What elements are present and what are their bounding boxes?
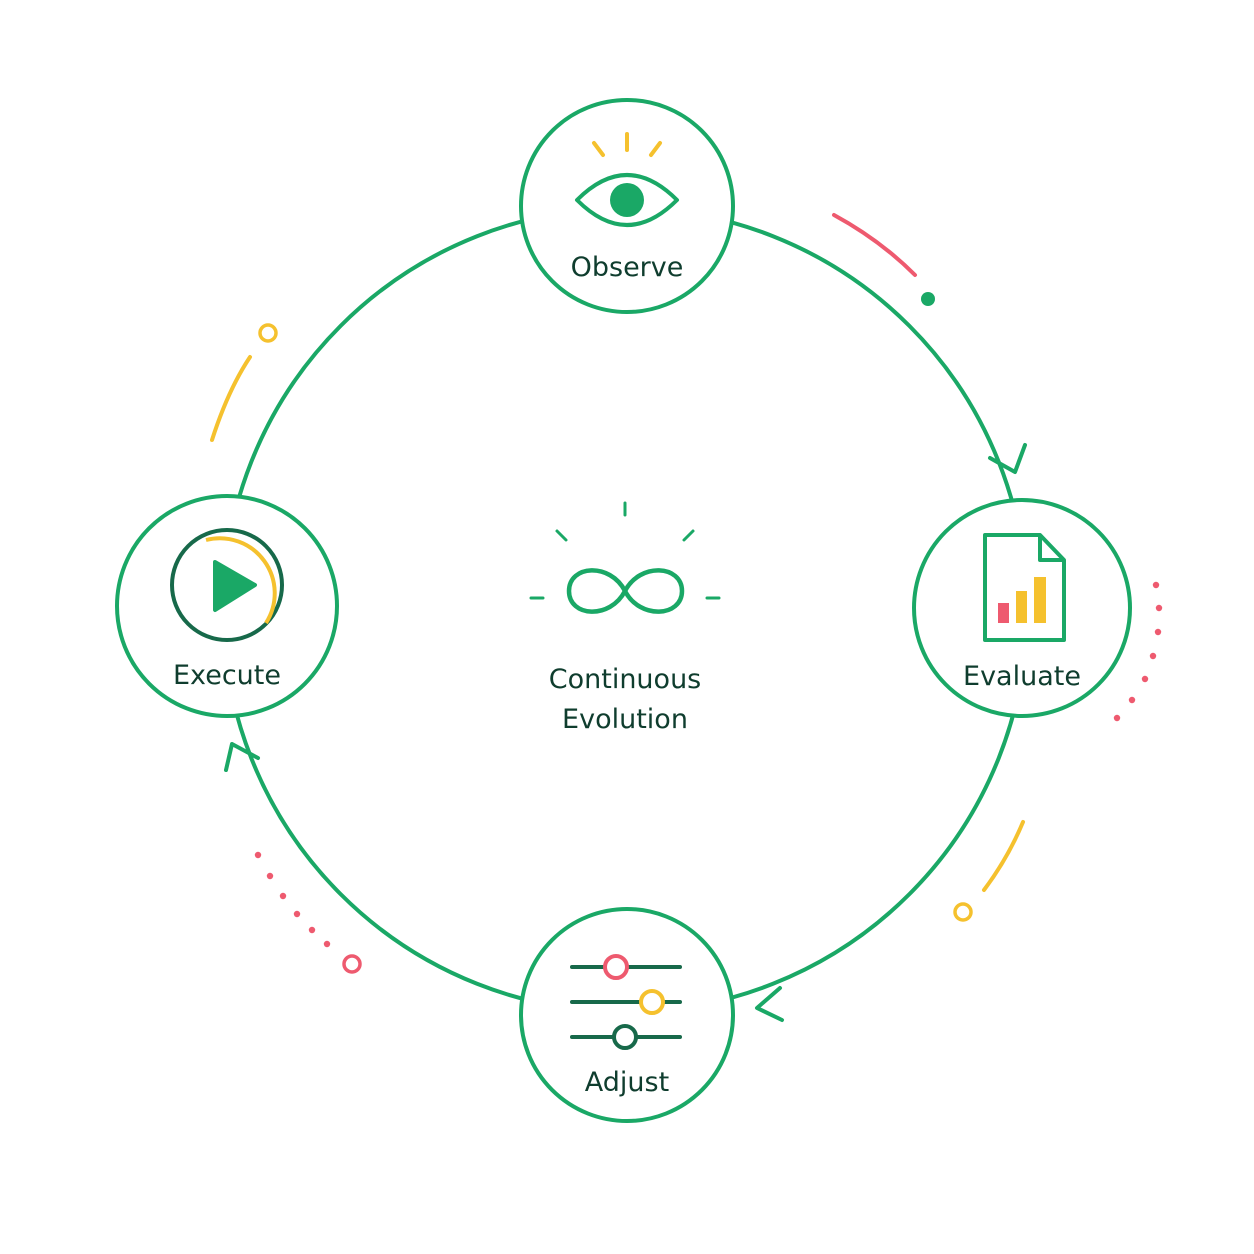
arrow-head-icon — [988, 443, 1027, 474]
eye-icon — [575, 132, 679, 227]
stage-observe[interactable]: Observe — [519, 98, 735, 314]
accent-dot — [921, 292, 935, 306]
accent-arc — [210, 355, 252, 442]
arrow-head-icon — [755, 986, 784, 1022]
stage-label: Observe — [571, 252, 684, 283]
sliders-icon — [570, 954, 682, 1050]
center-title-line2: Evolution — [562, 704, 688, 735]
stage-evaluate[interactable]: Evaluate — [912, 498, 1132, 718]
center-title-line1: Continuous — [549, 664, 702, 695]
stage-execute[interactable]: Execute — [115, 494, 339, 718]
cycle-ring — [221, 206, 1029, 1014]
center-hub: Continuous Evolution — [529, 501, 721, 735]
accent-arc — [982, 820, 1025, 892]
stage-adjust[interactable]: Adjust — [519, 907, 735, 1123]
accent-dots — [1113, 581, 1163, 722]
accent-dots — [254, 851, 331, 948]
accent-ring — [258, 323, 278, 343]
bar-chart-document-icon — [983, 533, 1066, 642]
stage-label: Evaluate — [963, 661, 1081, 692]
play-icon — [170, 528, 284, 642]
infinity-icon — [529, 501, 721, 614]
accent-ring — [953, 902, 973, 922]
accent-ring — [342, 954, 362, 974]
arrow-head-icon — [224, 742, 260, 772]
accent-arc — [832, 213, 917, 277]
stage-label: Adjust — [585, 1067, 669, 1098]
stage-label: Execute — [173, 660, 281, 691]
